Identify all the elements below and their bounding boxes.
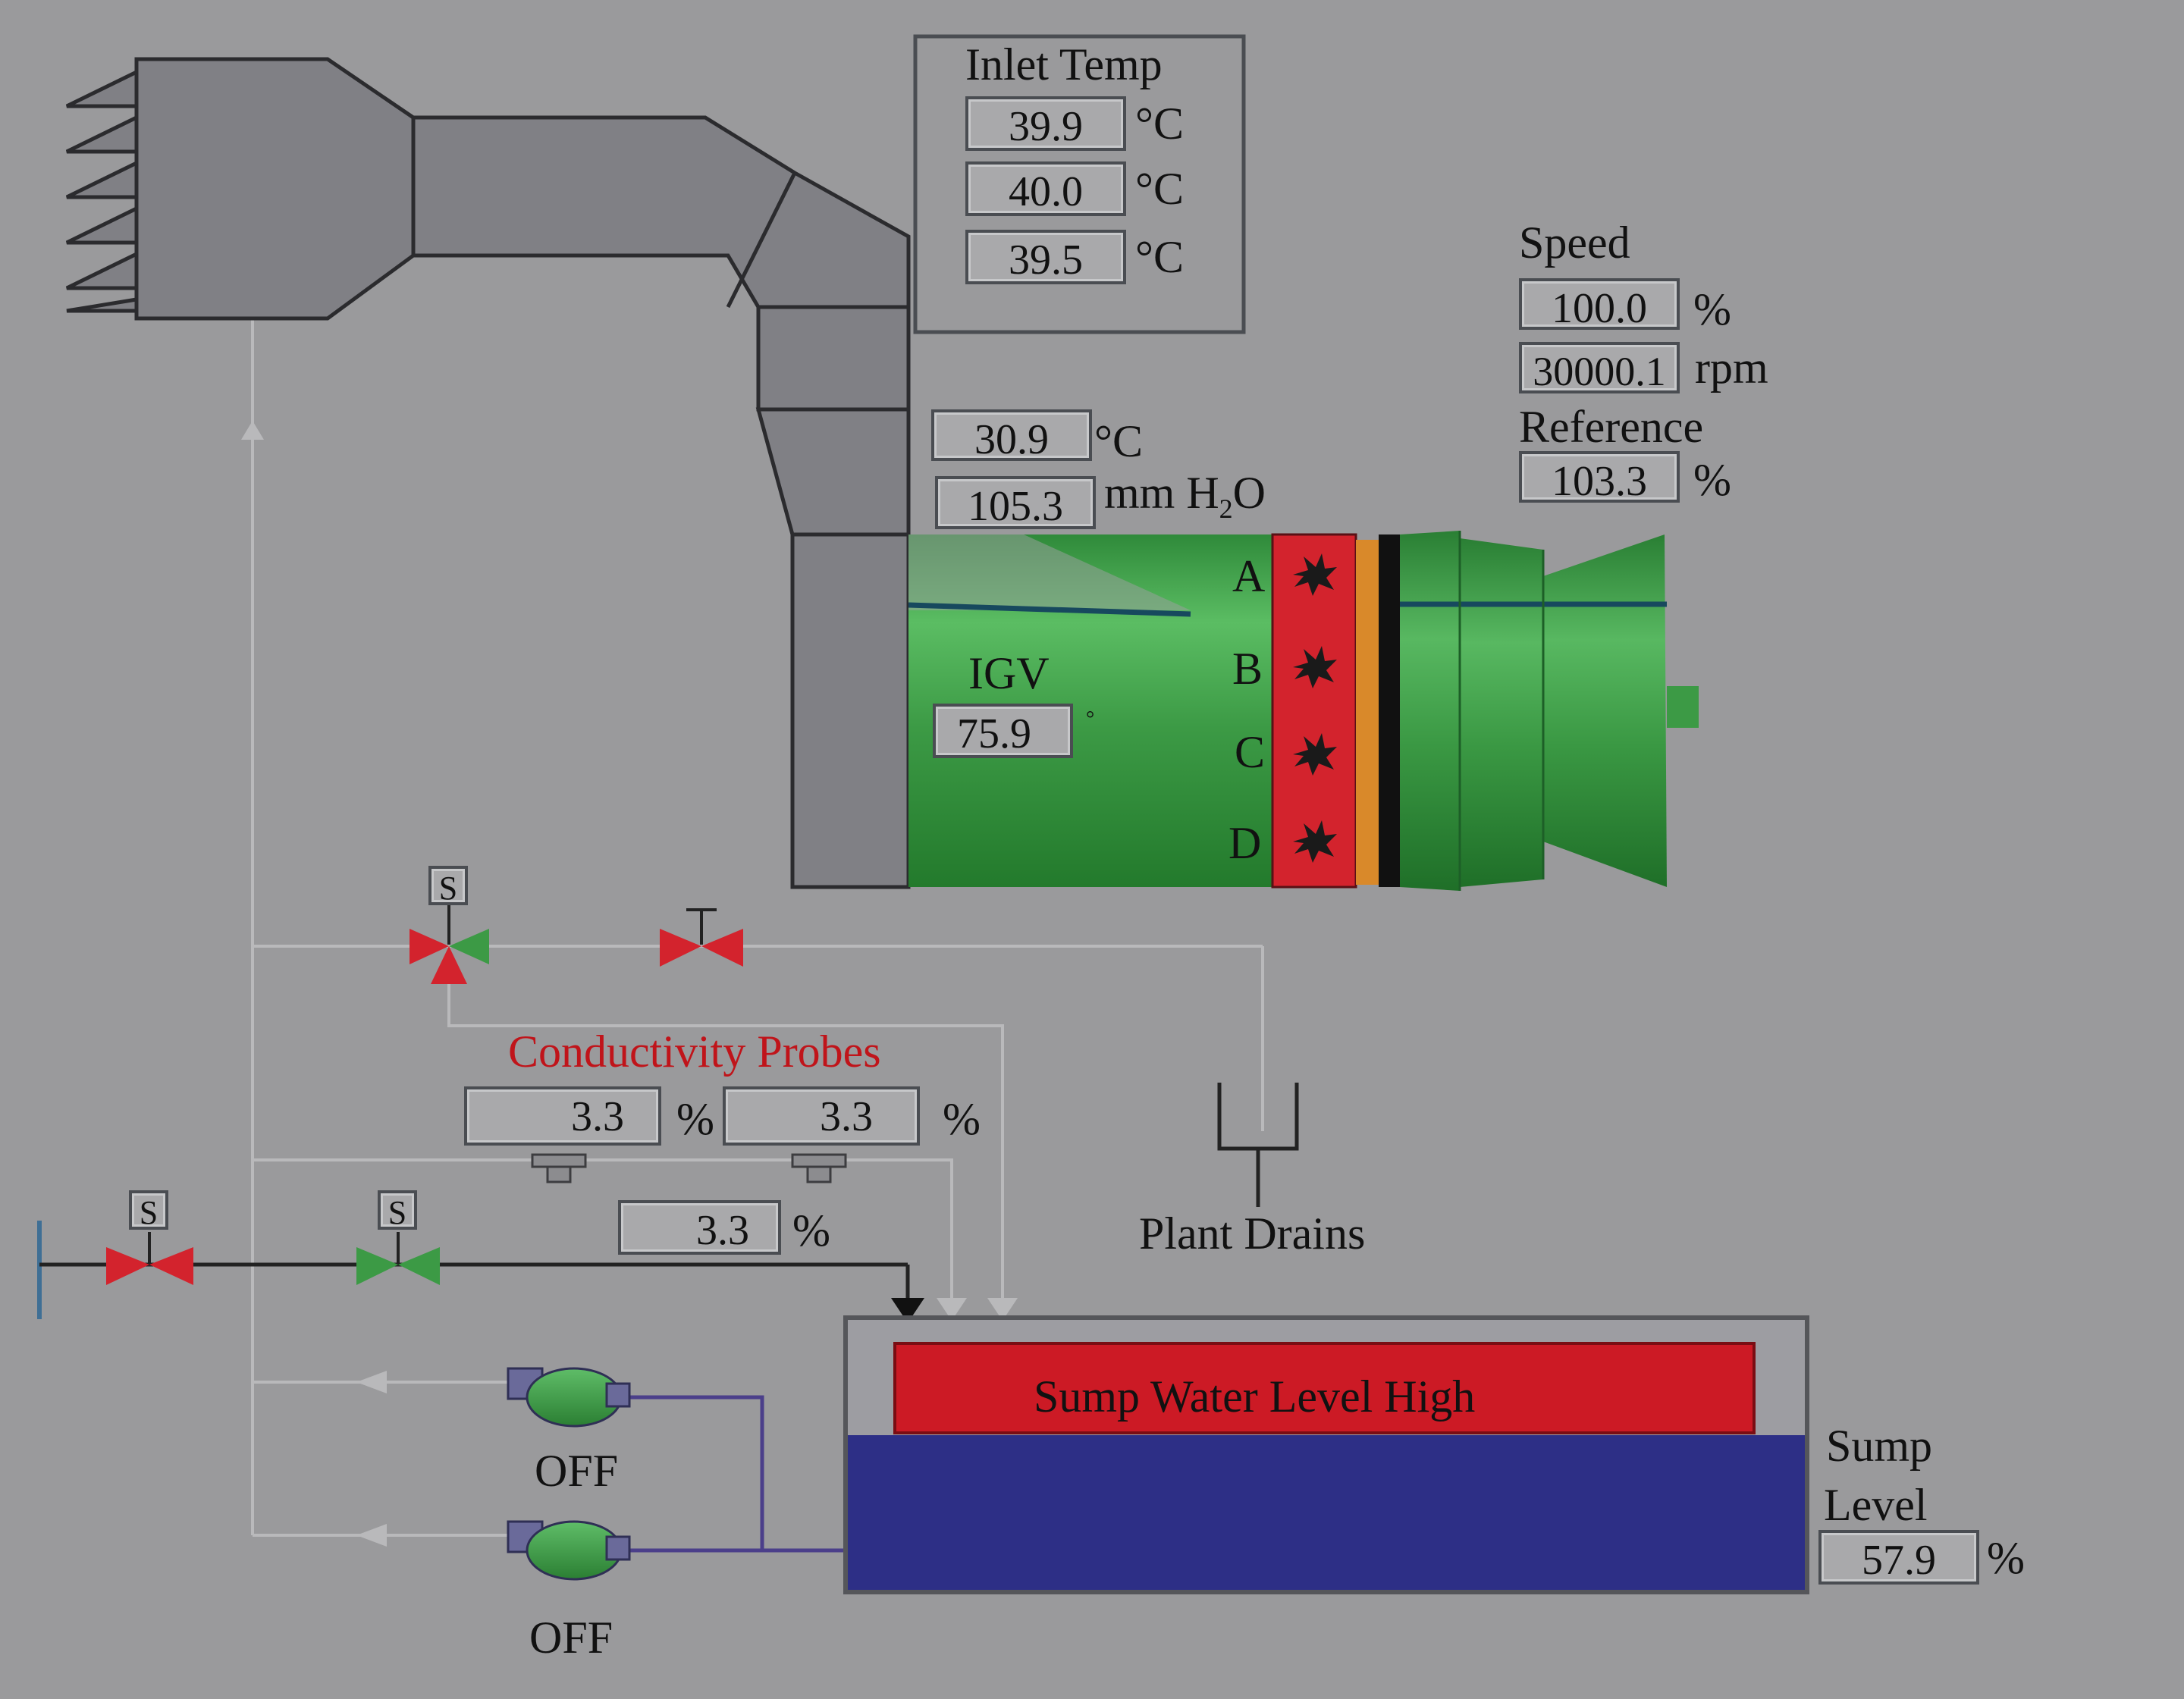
valve-s-label-2: S (129, 1190, 168, 1230)
sump-level-readout: 57.9 (1818, 1530, 1979, 1585)
inlet-temp-readout-2: 40.0 (965, 161, 1126, 216)
speed-rpm-readout: 30000.1 (1519, 342, 1680, 393)
compressor-inlet (908, 534, 1272, 887)
duct-pressure-unit: mm H2O (1104, 468, 1266, 524)
speed-reference-unit: % (1693, 455, 1731, 505)
inlet-temp-readout-3: 39.5 (965, 230, 1126, 284)
conductivity-probe-2-unit: % (943, 1094, 981, 1144)
makeup-solenoid-valve-red (106, 1232, 193, 1285)
conductivity-probe-1-unit: % (676, 1094, 714, 1144)
plant-drain-funnel (1217, 1083, 1299, 1207)
three-way-solenoid-valve (410, 904, 489, 984)
makeup-solenoid-valve-green (356, 1232, 440, 1285)
speed-percent-readout: 100.0 (1519, 278, 1680, 330)
coupling-band (1379, 534, 1400, 887)
intake-duct (65, 57, 911, 889)
stage-label-c: C (1235, 727, 1266, 777)
duct-temp-unit: °C (1094, 416, 1144, 466)
speed-title: Speed (1519, 218, 1630, 268)
speed-reference-readout: 103.3 (1519, 451, 1680, 503)
plant-drains-label: Plant Drains (1139, 1208, 1366, 1259)
return-arrow-lower (356, 1524, 387, 1547)
conductivity-probe-1-readout: 3.3 (464, 1086, 661, 1146)
igv-degree-mark: ° (1086, 707, 1095, 731)
conductivity-probe-icons (531, 1153, 847, 1183)
sump-level-label-line2: Level (1824, 1480, 1928, 1530)
inlet-temp-unit-1: °C (1135, 99, 1185, 149)
stage-label-b: B (1232, 644, 1263, 694)
duct-pressure-readout: 105.3 (935, 476, 1096, 529)
sump-alarm-text: Sump Water Level High (1034, 1371, 1476, 1422)
speed-rpm-unit: rpm (1695, 343, 1768, 393)
valve-s-label-1: S (428, 866, 468, 905)
valve-s-label-3: S (378, 1190, 417, 1230)
stage-label-a: A (1232, 551, 1266, 601)
pump-lines (614, 1395, 849, 1553)
manual-drain-valve (660, 908, 743, 967)
return-arrow-upper (356, 1371, 387, 1393)
pump-2 (507, 1520, 631, 1581)
sump-alarm-banner (893, 1342, 1756, 1434)
conductivity-probe-2-readout: 3.3 (723, 1086, 920, 1146)
stage-label-d: D (1228, 818, 1262, 868)
seal-band (1356, 540, 1379, 885)
igv-label: IGV (968, 648, 1050, 698)
stage-fan-icons (1293, 553, 1337, 863)
speed-reference-label: Reference (1519, 402, 1704, 452)
inlet-temp-unit-3: °C (1135, 232, 1185, 282)
pump-1-status: OFF (535, 1446, 619, 1496)
igv-readout: 75.9 (933, 704, 1073, 758)
speed-percent-unit: % (1693, 284, 1731, 334)
igv-stage-block (1271, 533, 1357, 889)
sump-level-label-line1: Sump (1826, 1421, 1933, 1471)
inlet-temp-title: Inlet Temp (965, 39, 1163, 89)
inlet-temp-readout-1: 39.9 (965, 96, 1126, 151)
makeup-conductivity-unit: % (792, 1205, 830, 1255)
inlet-temp-frame (913, 34, 1246, 334)
conductivity-probes-title: Conductivity Probes (508, 1027, 881, 1077)
compressor-body (1400, 531, 1699, 891)
makeup-conductivity-readout: 3.3 (618, 1200, 781, 1255)
pump-1 (507, 1367, 631, 1428)
sump-tank (843, 1315, 1809, 1594)
duct-temp-readout: 30.9 (931, 409, 1092, 461)
inlet-temp-unit-2: °C (1135, 164, 1185, 214)
pump-2-status: OFF (529, 1613, 613, 1663)
sump-level-unit: % (1987, 1533, 2025, 1583)
